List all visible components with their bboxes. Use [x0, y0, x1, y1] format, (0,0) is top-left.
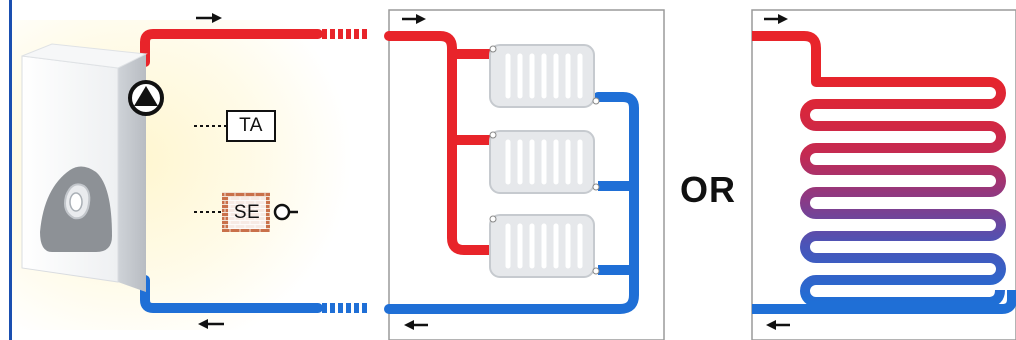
or-separator: OR — [680, 169, 736, 210]
sensor-probe-icon — [273, 203, 298, 221]
thermostat-label: TA — [226, 110, 276, 142]
return-arrow-icon — [198, 319, 224, 329]
pump-icon — [128, 80, 164, 116]
radiator-middle — [489, 130, 600, 194]
radiator-bottom — [489, 214, 600, 278]
supply-pipe-boiler — [140, 29, 323, 67]
boiler-unit — [21, 43, 148, 292]
radiators-supply-arrow-icon — [402, 14, 426, 24]
supply-arrow-icon — [196, 13, 222, 23]
return-pipe-boiler — [140, 275, 323, 313]
underfloor-return-pipe — [752, 290, 1016, 314]
radiator-top — [489, 44, 600, 108]
radiator-return-pipe — [384, 92, 639, 314]
sensor-label: SE — [228, 197, 266, 229]
underfloor-supply-arrow-icon — [764, 14, 788, 24]
radiators-panel — [384, 9, 665, 340]
radiators-return-arrow-icon — [404, 320, 428, 330]
underfloor-supply-pipe — [752, 31, 821, 75]
underfloor-coil — [800, 75, 1006, 307]
underfloor-panel — [751, 9, 1016, 340]
boiler-panel — [21, 13, 370, 329]
left-frame-line — [9, 0, 12, 340]
underfloor-return-arrow-icon — [766, 320, 790, 330]
